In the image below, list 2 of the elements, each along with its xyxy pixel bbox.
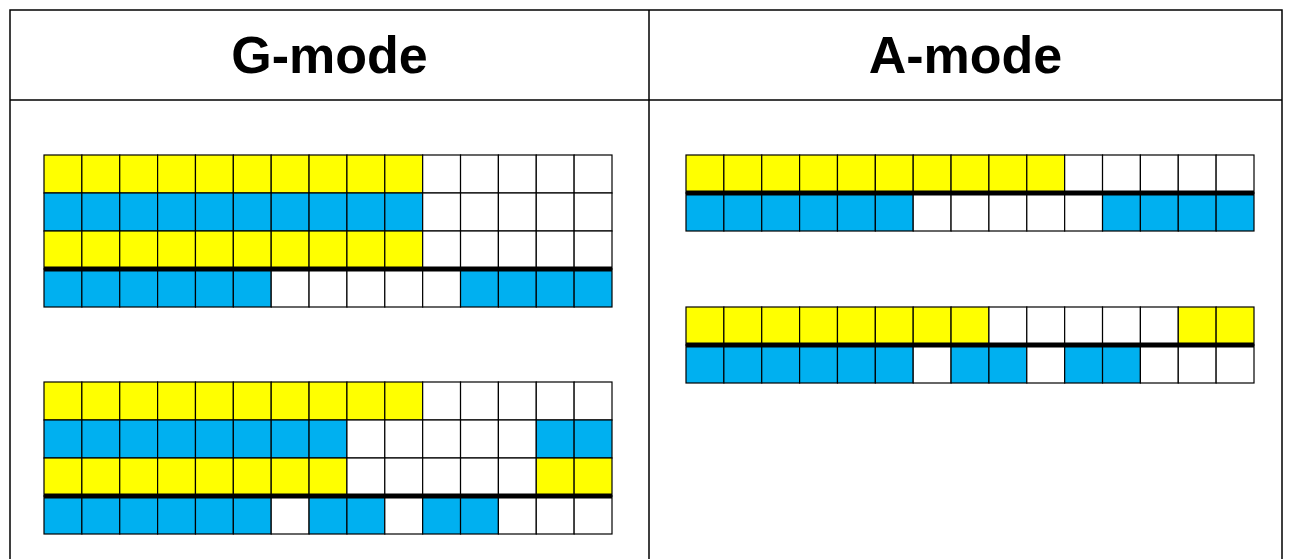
column-heading: A-mode: [868, 25, 1063, 85]
column-heading: G-mode: [231, 25, 428, 85]
